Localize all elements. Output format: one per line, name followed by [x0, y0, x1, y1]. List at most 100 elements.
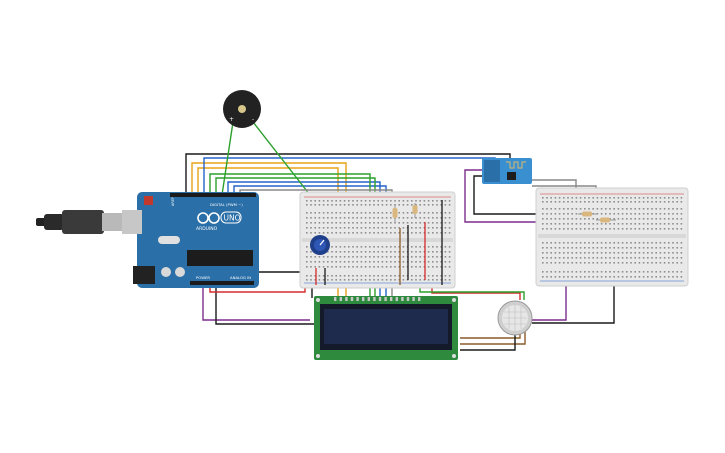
breadboard-hole: [427, 246, 430, 248]
breadboard-hole: [423, 200, 426, 202]
breadboard-hole: [558, 228, 561, 230]
breadboard-hole: [314, 212, 316, 214]
breadboard-hole: [567, 271, 569, 273]
breadboard-hole: [563, 213, 565, 215]
breadboard-hole: [588, 247, 590, 249]
arduino-model-label: UNO: [224, 214, 241, 223]
breadboard-hole: [440, 200, 442, 202]
breadboard-hole: [626, 276, 628, 278]
breadboard-hole: [339, 275, 342, 277]
breadboard-hole: [369, 232, 371, 234]
breadboard-hole: [575, 208, 578, 210]
breadboard-hole: [381, 246, 384, 248]
breadboard-hole: [651, 218, 653, 220]
lcd-16x2-display[interactable]: [314, 296, 458, 360]
piezo-buzzer[interactable]: + -: [223, 90, 261, 128]
wire-green-buzzer-2[interactable]: [252, 121, 311, 196]
breadboard-hole: [638, 223, 641, 225]
breadboard-hole: [310, 266, 312, 268]
breadboard-hole: [364, 246, 367, 248]
breadboard-hole: [419, 204, 421, 206]
breadboard-hole: [318, 212, 321, 214]
breadboard-hole: [390, 246, 392, 248]
breadboard-hole: [448, 251, 451, 253]
breadboard-hole: [343, 256, 346, 258]
breadboard-hole: [592, 271, 594, 273]
wire-black-top[interactable]: [185, 153, 511, 195]
breadboard-hole: [364, 200, 367, 202]
breadboard-hole: [402, 204, 405, 206]
breadboard-hole: [550, 208, 552, 210]
breadboard-hole: [327, 222, 329, 224]
breadboard-hole: [542, 257, 544, 259]
breadboard-hole: [647, 213, 649, 215]
reset-button[interactable]: [144, 196, 153, 205]
breadboard-hole: [600, 262, 603, 264]
breadboard-hole: [584, 271, 586, 273]
arduino-uno-board[interactable]: ARDUINO UNO DIGITAL (PWM ~) POWER ANALOG…: [122, 192, 259, 288]
breadboard-hole: [579, 257, 582, 259]
breadboard-hole: [558, 262, 561, 264]
breadboard-hole: [634, 208, 636, 210]
breadboard-hole: [605, 271, 607, 273]
breadboard-hole: [436, 222, 438, 224]
breadboard-hole: [423, 204, 426, 206]
breadboard-hole: [402, 222, 405, 224]
breadboard-hole: [448, 266, 451, 268]
breadboard-hole: [546, 218, 548, 220]
breadboard-hole: [613, 223, 615, 225]
breadboard-hole: [630, 201, 632, 203]
breadboard-hole: [377, 232, 379, 234]
breadboard-hole: [373, 204, 375, 206]
esp8266-wifi-module[interactable]: [482, 158, 532, 184]
breadboard-hole: [432, 256, 434, 258]
breadboard-hole: [621, 208, 624, 210]
breadboard-hole: [360, 275, 363, 277]
wire-brown-2[interactable]: [460, 330, 526, 345]
breadboard-center[interactable]: [299, 191, 456, 289]
breadboard-hole: [588, 242, 590, 244]
breadboard-hole: [592, 208, 594, 210]
breadboard-hole: [647, 271, 649, 273]
breadboard-hole: [427, 232, 430, 234]
resistor-center-1[interactable]: [392, 205, 398, 222]
breadboard-hole: [554, 213, 557, 215]
breadboard-right[interactable]: [535, 187, 689, 287]
breadboard-hole: [647, 201, 649, 203]
breadboard-hole: [377, 200, 379, 202]
resistor-center-2[interactable]: [412, 203, 418, 218]
breadboard-hole: [432, 200, 434, 202]
breadboard-hole: [554, 271, 557, 273]
wire-purple-esp[interactable]: [464, 169, 536, 223]
breadboard-hole: [575, 242, 578, 244]
resistor-right-2[interactable]: [596, 217, 616, 223]
breadboard-hole: [575, 228, 578, 230]
breadboard-hole: [588, 197, 590, 199]
breadboard-hole: [432, 227, 434, 229]
breadboard-hole: [394, 251, 396, 253]
gas-sensor-mq[interactable]: [497, 300, 533, 336]
breadboard-hole: [558, 208, 561, 210]
breadboard-hole: [335, 227, 337, 229]
wire-black-esp[interactable]: [473, 175, 536, 215]
breadboard-hole: [398, 275, 400, 277]
wire-purple-1[interactable]: [202, 285, 310, 321]
breadboard-hole: [567, 213, 569, 215]
breadboard-hole: [672, 228, 674, 230]
breadboard-hole: [436, 212, 438, 214]
breadboard-hole: [626, 197, 628, 199]
wire-black-sensor[interactable]: [460, 330, 516, 351]
breadboard-hole: [314, 275, 316, 277]
resistor-right-1[interactable]: [578, 211, 598, 217]
potentiometer[interactable]: [310, 235, 330, 255]
breadboard-hole: [411, 217, 413, 219]
breadboard-hole: [634, 276, 636, 278]
wire-green-buzzer-1[interactable]: [221, 121, 234, 196]
breadboard-hole: [655, 213, 657, 215]
breadboard-hole: [550, 223, 552, 225]
wire-black-bottom-1[interactable]: [215, 285, 318, 325]
breadboard-hole: [369, 251, 371, 253]
breadboard-hole: [322, 279, 325, 281]
breadboard-hole: [343, 222, 346, 224]
breadboard-hole: [605, 242, 607, 244]
